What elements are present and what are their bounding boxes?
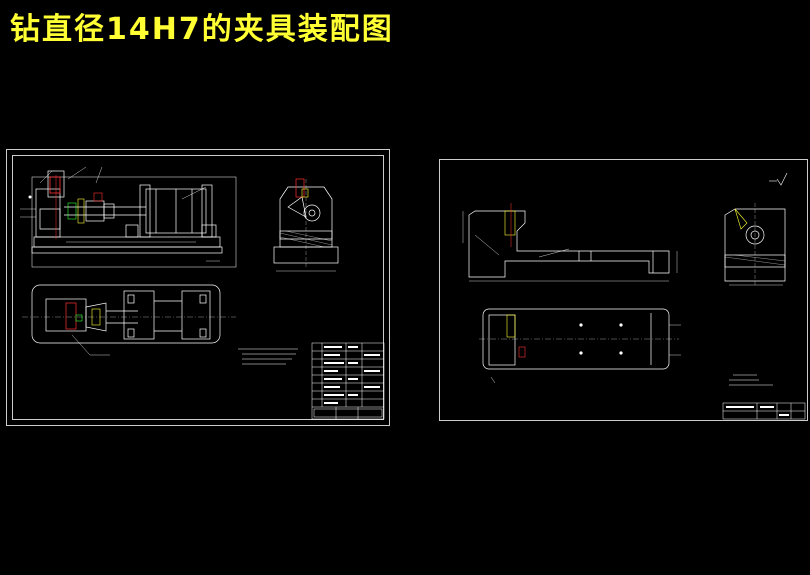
top-view (22, 284, 236, 356)
title-block (311, 342, 385, 420)
part-title-block (722, 402, 806, 420)
sheet-inner-border (12, 155, 384, 420)
assembly-drawing-sheet (6, 149, 390, 426)
part-top-view-holes (579, 323, 623, 355)
side-view-accents (295, 178, 309, 198)
side-view (273, 179, 339, 272)
technical-notes (238, 348, 298, 365)
front-view-accents (28, 175, 103, 239)
part-title-block-text-marks (726, 406, 789, 416)
part-front-view (462, 210, 678, 282)
technical-requirements (729, 374, 773, 386)
part-drawing-sheet (439, 159, 808, 421)
part-side-view (724, 203, 786, 287)
part-side-view-accents (734, 208, 748, 230)
page-title: 钻直径14H7的夹具装配图 (10, 12, 394, 47)
top-view-accents (65, 302, 101, 330)
title-block-text-marks (324, 346, 380, 404)
part-top-view-accents (506, 314, 526, 358)
part-front-view-accents (504, 203, 516, 247)
front-view (20, 166, 237, 268)
roughness-mark (769, 172, 788, 186)
part-top-view (479, 308, 681, 384)
sheet-outer-border (439, 159, 808, 421)
sheet-outer-border (6, 149, 390, 426)
